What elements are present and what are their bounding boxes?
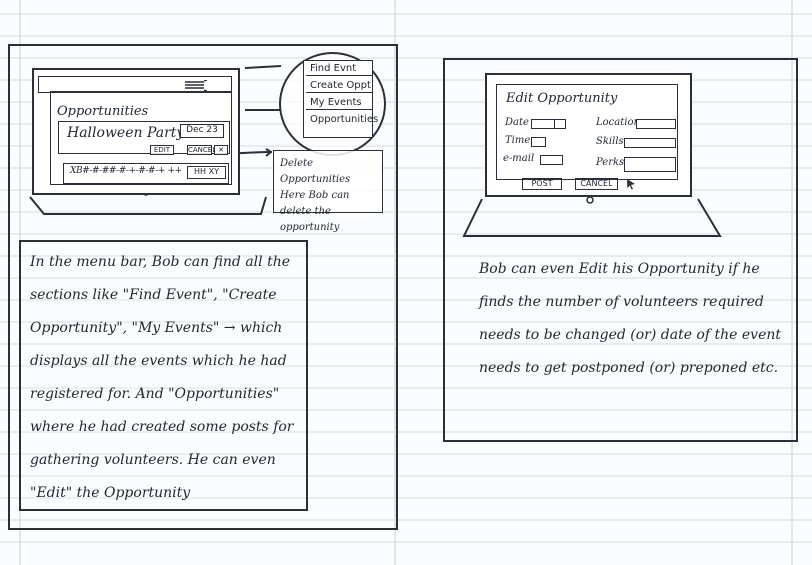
perks-label: Perks (596, 157, 625, 168)
perks-input[interactable] (624, 157, 676, 172)
cancel-event-button[interactable]: CANCEL (187, 145, 217, 155)
event-date-halloween: Dec 23 (180, 124, 224, 138)
email-label: e-mail (503, 153, 535, 164)
skills-input[interactable] (624, 138, 676, 148)
right-monitor (485, 73, 692, 197)
delete-x-icon[interactable]: ✕ (214, 145, 228, 155)
left-description-text: In the menu bar, Bob can find all the se… (30, 254, 294, 501)
menu-item-create-opportunity[interactable]: Create Oppt (306, 79, 372, 93)
location-label: Location (596, 117, 640, 128)
time-input[interactable] (531, 137, 546, 147)
opportunities-heading: Opportunities (57, 104, 149, 119)
date-input-segment[interactable] (554, 119, 566, 129)
event-title-halloween: Halloween Party (67, 125, 185, 141)
location-input[interactable] (636, 119, 676, 129)
delete-callout-box (273, 150, 383, 213)
menu-item-my-events[interactable]: My Events (306, 96, 372, 110)
edit-button[interactable]: EDIT (150, 145, 174, 155)
event-title-scribbled: XB#-#-##-#-+-#-#-+ ++ (70, 166, 182, 176)
cancel-button[interactable]: CANCEL (575, 178, 618, 190)
menu-item-opportunities[interactable]: Opportunities (310, 114, 379, 125)
time-label: Time (505, 135, 531, 146)
email-input[interactable] (540, 155, 563, 165)
right-storyboard-panel (443, 58, 798, 442)
post-button[interactable]: POST (522, 178, 562, 190)
left-monitor-screen (50, 91, 232, 185)
edit-opportunity-title: Edit Opportunity (506, 91, 618, 106)
right-monitor-screen (496, 84, 678, 180)
menu-lines-icon[interactable] (184, 79, 208, 92)
right-description-text: Bob can even Edit his Opportunity if he … (479, 261, 781, 376)
dropdown-menu (303, 60, 373, 138)
mouse-pointer-icon (626, 178, 638, 190)
left-description-box (19, 240, 308, 511)
menu-bar[interactable] (38, 76, 232, 93)
event-date-scribbled: HH XY (187, 166, 226, 179)
menu-item-find-event[interactable]: Find Evnt (306, 62, 372, 76)
date-label: Date (505, 117, 529, 128)
skills-label: Skills (596, 136, 624, 147)
left-storyboard-panel (8, 44, 398, 530)
delete-callout-text: Delete Opportunities Here Bob can delete… (280, 158, 351, 233)
